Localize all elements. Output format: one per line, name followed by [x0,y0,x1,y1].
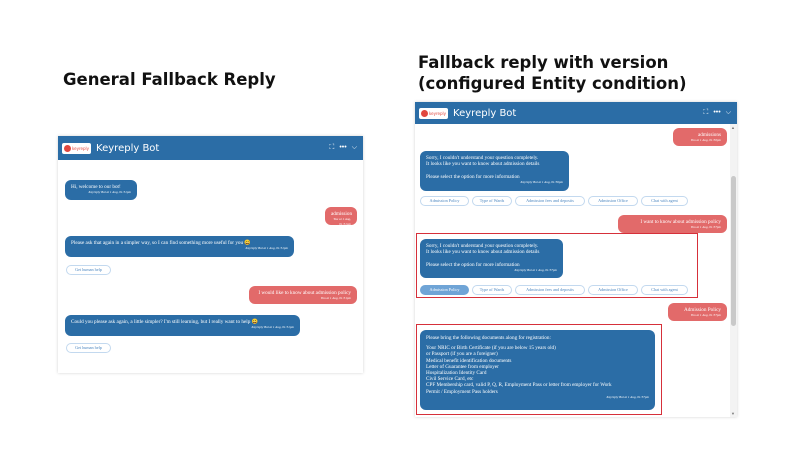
user-message: I would like to know about admission pol… [249,286,357,304]
chat-header: keyreply Keyreply Bot ⛶ ••• ⌵ [58,136,363,160]
scroll-up-icon[interactable]: ▲ [731,125,735,130]
user-message: Admission Policy You at 1 Aug, 01:57pm [668,303,727,321]
chip-chat-with-agent[interactable]: Chat with agent [641,196,688,206]
expand-icon[interactable]: ⛶ [703,109,709,116]
keyreply-logo: keyreply [419,107,449,119]
user-message: admission You at 1 Aug, 01:51pm [325,207,357,226]
highlight-box [416,233,698,298]
user-message: admissions You at 1 Aug, 01:56pm [673,128,727,146]
chevron-down-icon[interactable]: ⌵ [725,109,731,116]
right-chat-window: keyreply Keyreply Bot ⛶ ••• ⌵ admissions… [415,102,737,417]
more-icon[interactable]: ••• [713,109,721,116]
user-message: I want to know about admission policy Yo… [618,215,727,233]
left-chat-window: keyreply Keyreply Bot ⛶ ••• ⌵ Hi, welcom… [58,136,363,373]
bot-message: Please ask that again in a simpler way, … [65,236,294,257]
bot-name: Keyreply Bot [96,142,160,154]
highlight-box [416,324,662,415]
scroll-down-icon[interactable]: ▼ [731,411,735,416]
more-icon[interactable]: ••• [339,144,347,151]
bot-message: Could you please ask again, a little sim… [65,315,300,336]
expand-icon[interactable]: ⛶ [329,144,335,151]
keyreply-logo: keyreply [62,142,92,154]
chat-body: admissions You at 1 Aug, 01:56pm Sorry, … [415,124,729,417]
chat-body: Hi, welcome to our bot! Keyreply Bot at … [58,160,363,373]
chip-type-of-wards[interactable]: Type of Wards [472,196,512,206]
bot-message: Sorry, I couldn't understand your questi… [420,151,569,191]
scrollbar-thumb[interactable] [731,176,736,326]
chip-admission-policy[interactable]: Admission Policy [420,196,469,206]
chip-admission-policy[interactable]: Admission Policy [420,285,469,295]
chip-admission-office[interactable]: Admission Office [588,196,638,206]
chat-header: keyreply Keyreply Bot ⛶ ••• ⌵ [415,102,737,124]
right-heading: Fallback reply with version (configured … [418,53,687,93]
get-human-help-button[interactable]: Get human help [66,265,111,275]
chip-type-of-wards[interactable]: Type of Wards [472,285,512,295]
chip-admission-fees[interactable]: Admission fees and deposits [515,196,585,206]
left-heading: General Fallback Reply [63,70,276,89]
chip-admission-fees[interactable]: Admission fees and deposits [515,285,585,295]
scrollbar[interactable]: ▲ ▼ [730,124,737,417]
chip-admission-office[interactable]: Admission Office [588,285,638,295]
chip-chat-with-agent[interactable]: Chat with agent [641,285,688,295]
bot-message: Please bring the following documents alo… [420,330,655,410]
chevron-down-icon[interactable]: ⌵ [351,144,357,151]
bot-message: Sorry, I couldn't understand your questi… [420,239,563,278]
bot-name: Keyreply Bot [453,107,517,119]
get-human-help-button[interactable]: Get human help [66,343,111,353]
bot-message: Hi, welcome to our bot! Keyreply Bot at … [65,180,137,200]
